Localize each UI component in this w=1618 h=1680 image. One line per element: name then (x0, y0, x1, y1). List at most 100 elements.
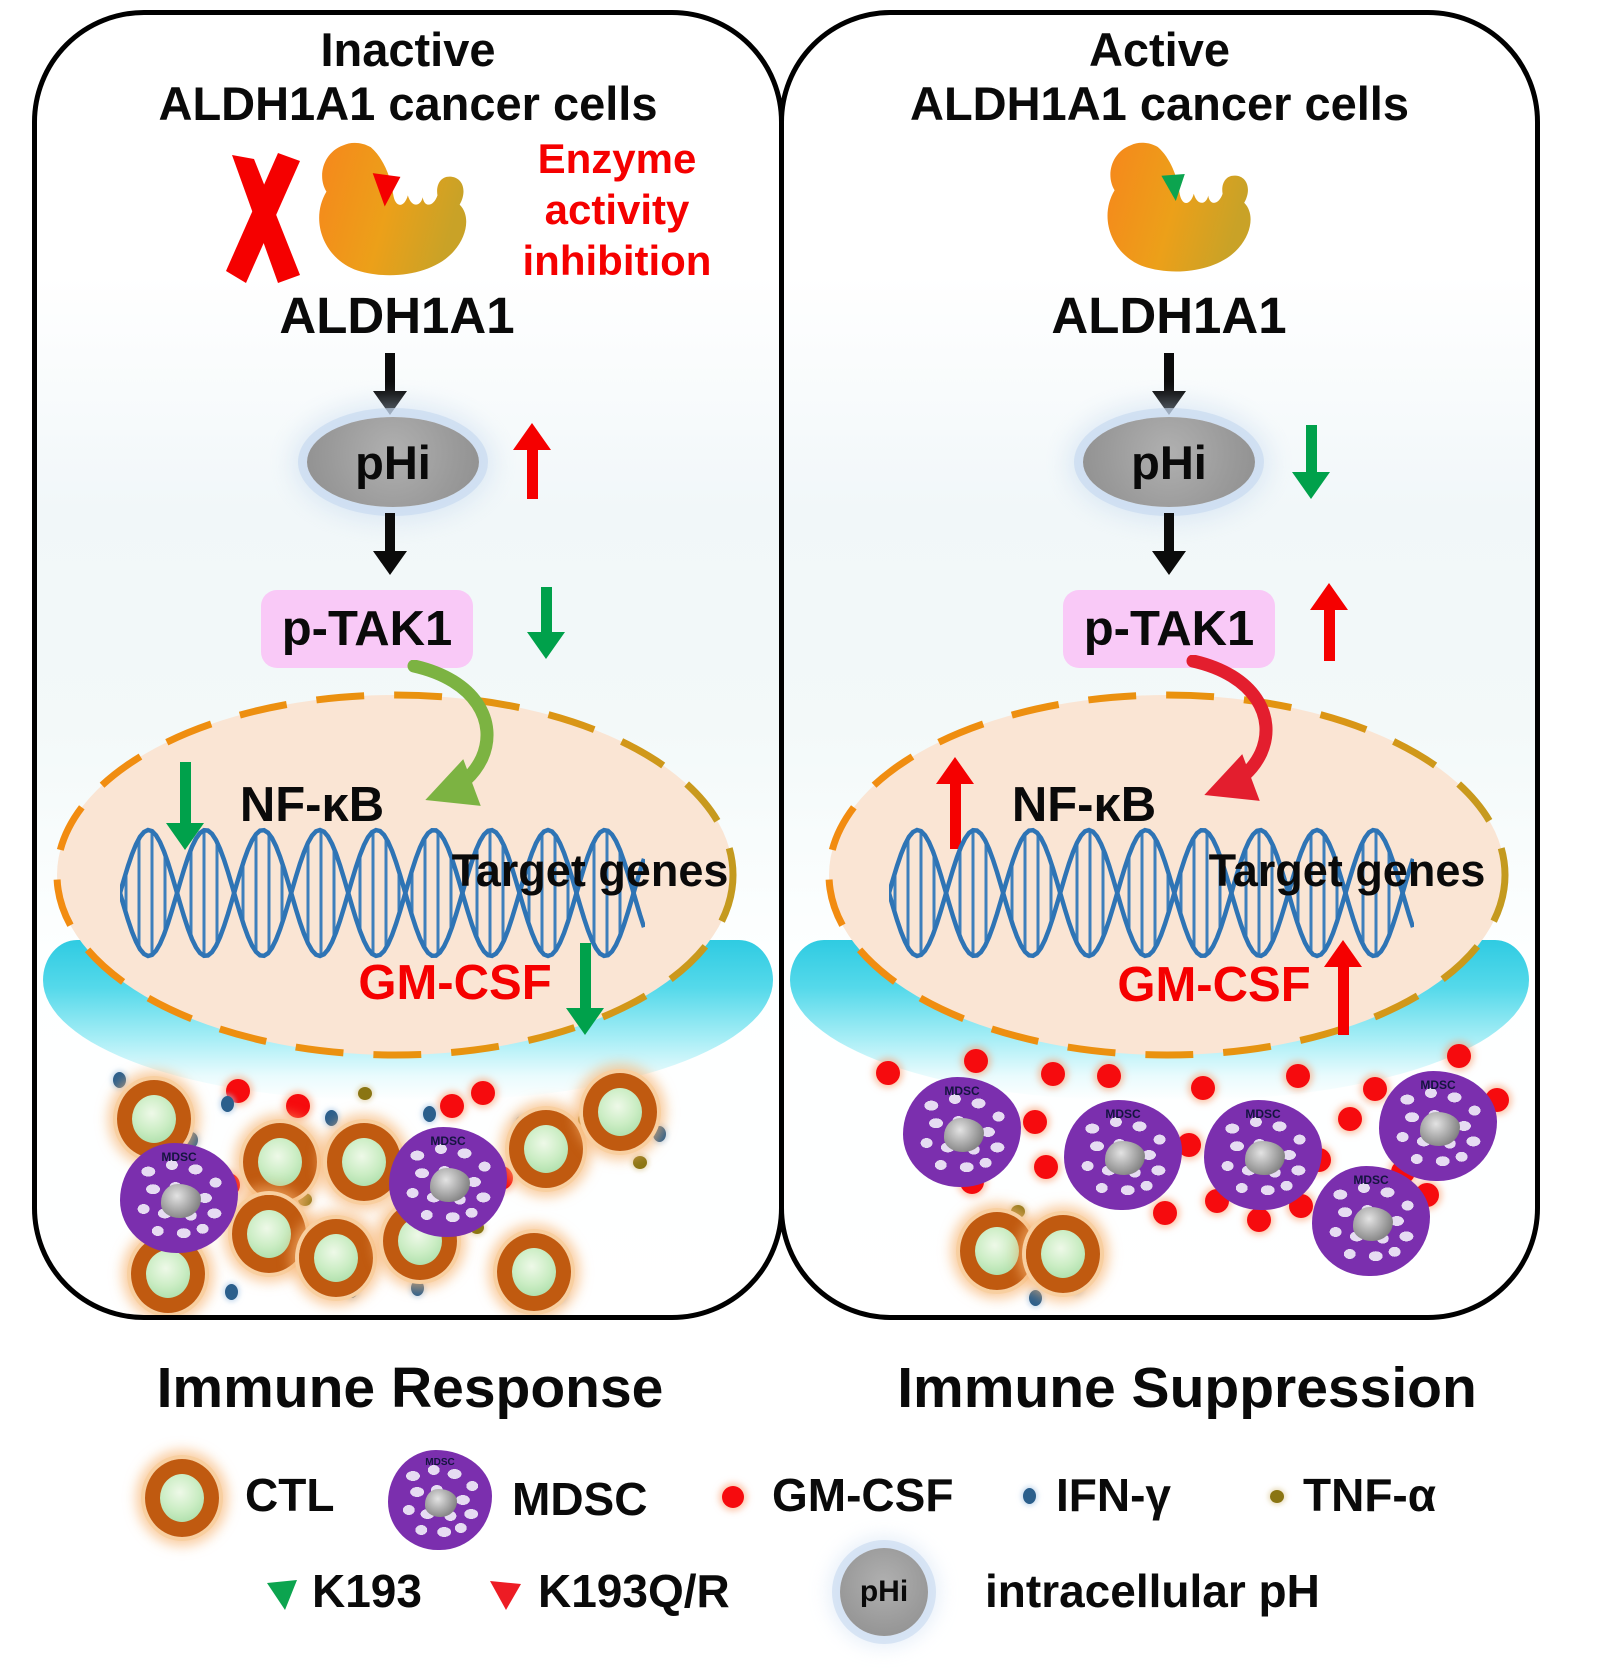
mdsc-nucleus (430, 1168, 470, 1203)
ifng-dot (221, 1096, 234, 1112)
left-ptak1-label: p-TAK1 (281, 602, 453, 656)
aldh1a1-enzyme-icon (1107, 142, 1251, 272)
mdsc-nucleus (1245, 1141, 1285, 1176)
gmcsf-dot-icon (722, 1486, 744, 1508)
right-outcome-label: Immune Suppression (897, 1356, 1477, 1420)
flow-arrow (373, 513, 407, 575)
panel-active-aldh1a1: Active ALDH1A1 cancer cells ALDH1A1 pHi … (779, 10, 1540, 1320)
left-panel-title-line1: Inactive (320, 23, 496, 76)
left-phi-label: pHi (355, 435, 431, 489)
gmcsf-dot (1034, 1155, 1058, 1179)
gmcsf-dot (440, 1094, 464, 1118)
enzyme-body (1107, 142, 1251, 272)
legend-intracellular-ph-label: intracellular pH (985, 1565, 1320, 1617)
ctl-cell (497, 1233, 571, 1311)
ptak1-to-nfkb-curved-arrow-icon (407, 660, 494, 806)
flow-arrow (1152, 513, 1186, 575)
panel-inactive-aldh1a1: Inactive ALDH1A1 cancer cells Enzyme act… (32, 10, 784, 1320)
tnfa-dot (358, 1087, 372, 1100)
mdsc-cell: MDSC (1204, 1100, 1322, 1210)
left-ptak1-node: p-TAK1 (261, 590, 473, 668)
right-panel-title: Active ALDH1A1 cancer cells (784, 23, 1535, 131)
tnfa-dot (298, 1193, 312, 1206)
ifng-dot (653, 1126, 666, 1142)
ctl-cell (960, 1212, 1034, 1290)
mdsc-cell-label: MDSC (1353, 1173, 1389, 1187)
mdsc-cell: MDSC (120, 1143, 238, 1253)
ptak1-up-indicator-icon (1310, 583, 1348, 661)
right-ptak1-node: p-TAK1 (1063, 590, 1275, 668)
mdsc-cell-label: MDSC (944, 1084, 980, 1098)
legend-mdsc-label: MDSC (512, 1473, 648, 1525)
gmcsf-dot (1153, 1201, 1177, 1225)
legend-ifng-label: IFN-γ (1056, 1469, 1171, 1521)
mdsc-cell: MDSC (903, 1077, 1021, 1187)
gmcsf-dot (1447, 1044, 1471, 1068)
gmcsf-dot (471, 1081, 495, 1105)
left-target-genes-label: Target genes (451, 845, 729, 896)
gmcsf-dot (1338, 1107, 1362, 1131)
gmcsf-dot (286, 1094, 310, 1118)
mdsc-cell-label: MDSC (161, 1150, 197, 1164)
mdsc-nucleus (1353, 1207, 1393, 1242)
mdsc-nucleus (944, 1118, 984, 1153)
mdsc-nucleus (1105, 1141, 1145, 1176)
right-enzyme-label: ALDH1A1 (1051, 287, 1287, 344)
aldh1a1-enzyme-icon (319, 142, 467, 276)
k193qr-triangle-icon (490, 1581, 521, 1610)
gmcsf-dot (1097, 1064, 1121, 1088)
ifng-dot (1029, 1290, 1042, 1306)
ifng-dot (423, 1106, 436, 1122)
k193-triangle-icon (267, 1580, 297, 1610)
gmcsf-dot (1041, 1062, 1065, 1086)
enzyme-inhibition-note: Enzyme activity inhibition (457, 133, 777, 287)
tnfa-dot (633, 1156, 647, 1169)
mdsc-cell-label: MDSC (1245, 1107, 1281, 1121)
ctl-cell (327, 1123, 401, 1201)
flow-arrow (1152, 353, 1186, 415)
legend-k193-label: K193 (312, 1565, 422, 1617)
ctl-cell (1026, 1215, 1100, 1293)
gmcsf-dot (964, 1049, 988, 1073)
nfkb-up-indicator-icon (936, 757, 974, 849)
ifng-dot (325, 1110, 338, 1126)
mdsc-cell: MDSC (1312, 1166, 1430, 1276)
gmcsf-dot (876, 1061, 900, 1085)
gmcsf-down-indicator-icon (566, 943, 604, 1035)
gmcsf-dot (1247, 1208, 1271, 1232)
ifng-dot (113, 1072, 126, 1088)
ctl-cell (243, 1123, 317, 1201)
dna-helix-icon (120, 827, 645, 959)
left-nfkb-label: NF-κB (239, 778, 385, 832)
left-nucleus (53, 691, 737, 1059)
legend-k193qr-label: K193Q/R (538, 1565, 730, 1617)
mdsc-cell: MDSC (389, 1127, 507, 1237)
inhibition-note-line1: Enzyme (537, 135, 697, 182)
left-panel-title-line2: ALDH1A1 cancer cells (158, 77, 658, 131)
left-phi-node: pHi (307, 417, 479, 507)
ctl-cell (583, 1073, 657, 1151)
phi-up-indicator-icon (513, 423, 551, 499)
gmcsf-up-indicator-icon (1324, 940, 1362, 1035)
mdsc-cell: MDSC (1064, 1100, 1182, 1210)
left-immune-cells-field: MDSC MDSC (37, 15, 779, 1315)
mdsc-nucleus (161, 1184, 201, 1219)
inhibition-note-line2: activity (544, 186, 690, 234)
dna-strand (120, 827, 645, 959)
ifng-dot (411, 1280, 424, 1296)
phi-circle-icon-text: pHi (859, 1575, 909, 1608)
mdsc-nucleus (1420, 1112, 1460, 1147)
ctl-cell (299, 1219, 373, 1297)
gmcsf-dot (1023, 1110, 1047, 1134)
dna-strand (120, 827, 645, 959)
left-enzyme-label: ALDH1A1 (279, 287, 515, 344)
left-gmcsf-label: GM-CSF (358, 956, 552, 1010)
ifng-dot-icon (1023, 1488, 1036, 1504)
phi-circle-icon: pHi (840, 1548, 928, 1636)
left-outcome-label: Immune Response (156, 1356, 664, 1420)
inhibition-x-icon (226, 153, 300, 283)
enzyme-body (319, 142, 467, 276)
right-ptak1-label: p-TAK1 (1083, 602, 1255, 656)
dna-strand (889, 827, 1414, 959)
ptak1-down-indicator-icon (527, 587, 565, 659)
